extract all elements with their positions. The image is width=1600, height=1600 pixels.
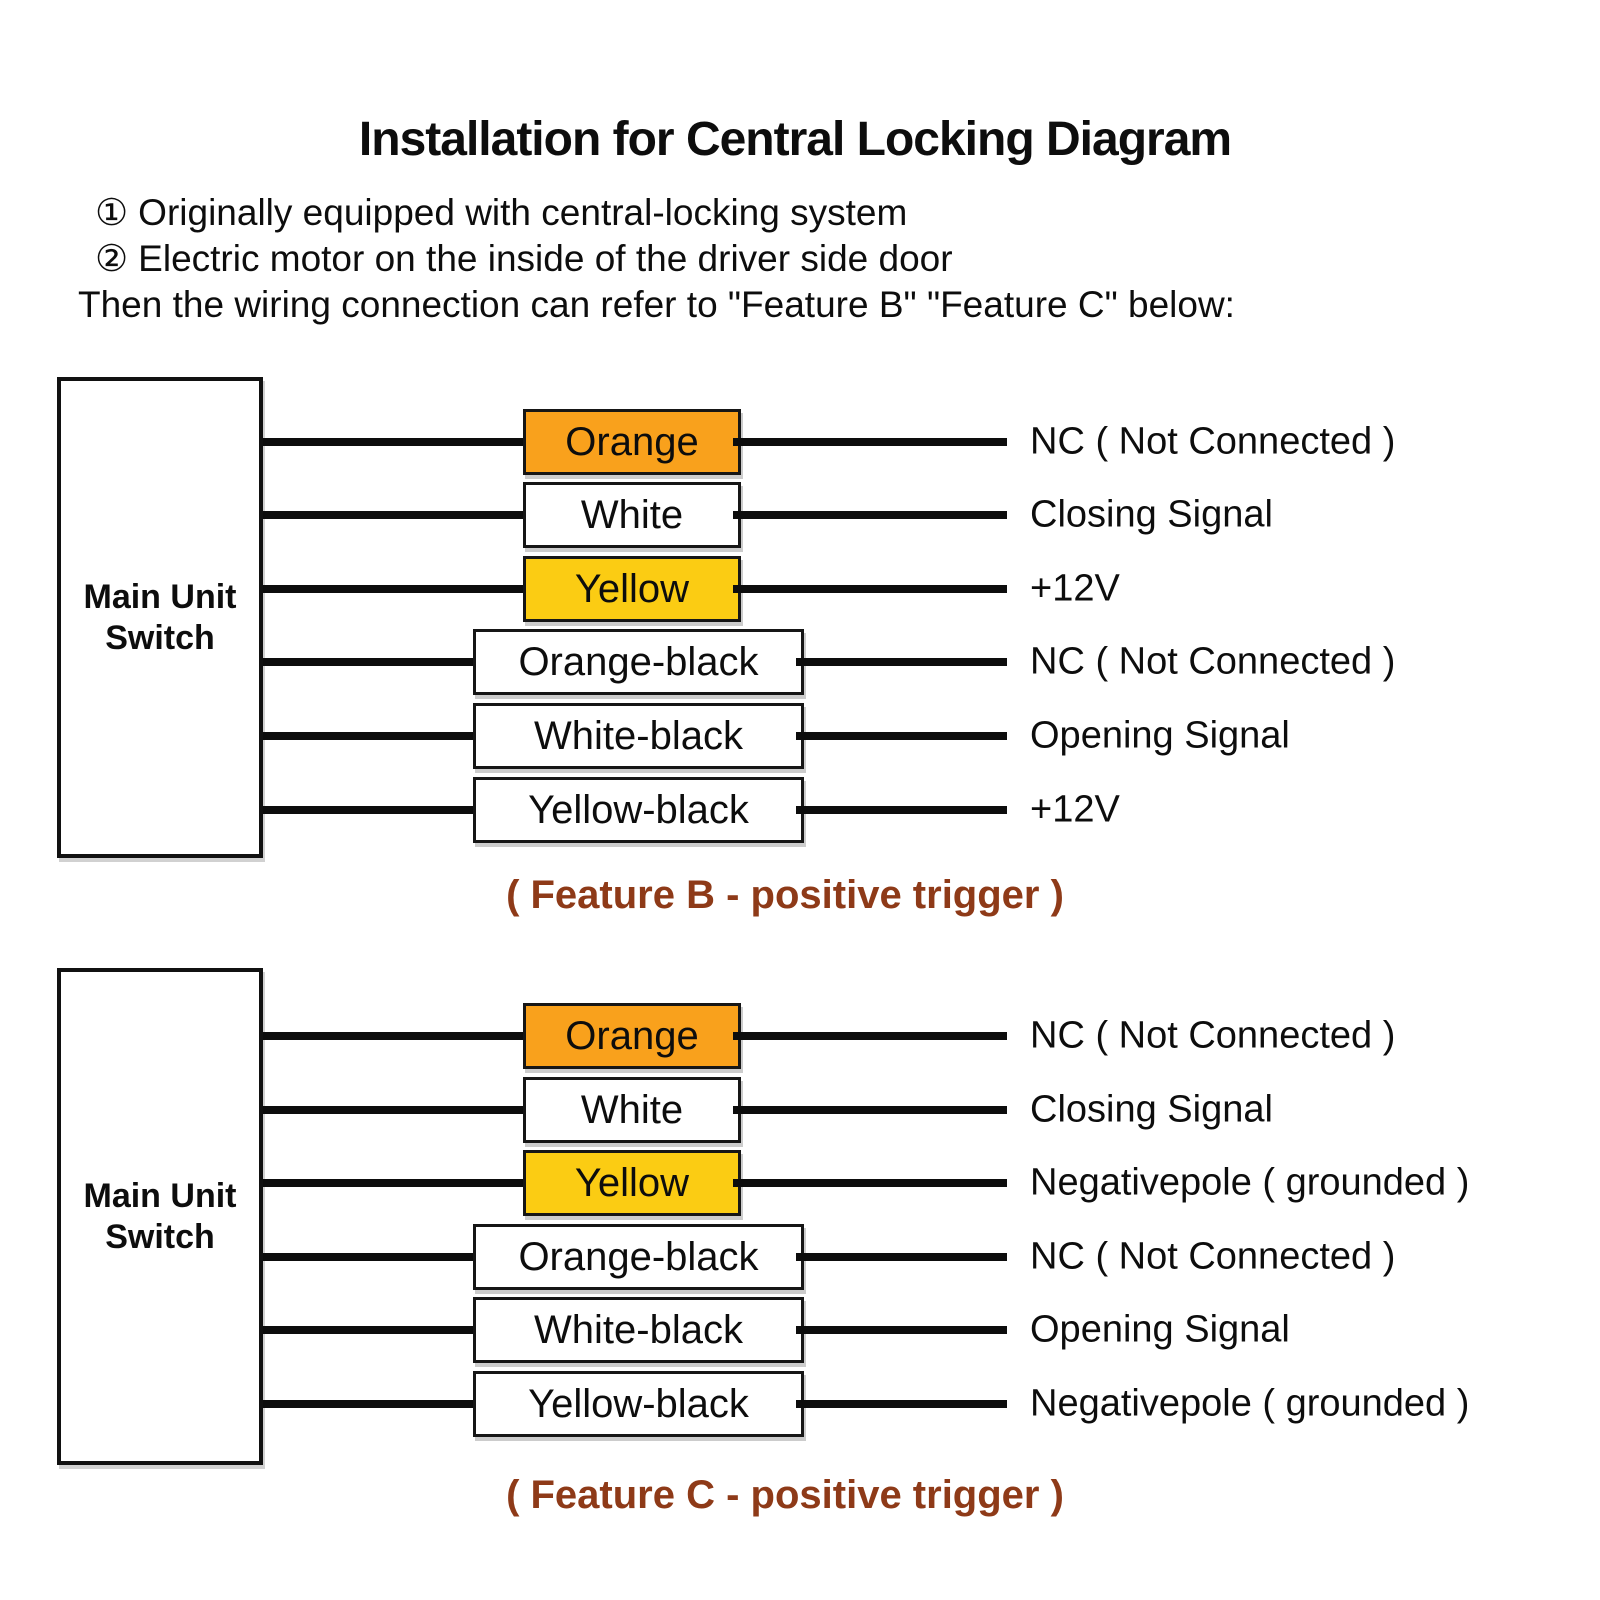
signal-label: NC ( Not Connected )	[1030, 1235, 1396, 1278]
wire-segment	[263, 806, 475, 814]
wire-segment	[263, 511, 525, 519]
wire-segment	[733, 1179, 1007, 1187]
wire-label-box-orange: Orange	[523, 1003, 741, 1069]
feature-c-caption: ( Feature C - positive trigger )	[506, 1473, 1064, 1517]
wire-segment	[796, 806, 1007, 814]
intro-line-3: Then the wiring connection can refer to …	[78, 284, 1235, 325]
intro-line-1-text: Originally equipped with central-locking…	[138, 192, 908, 233]
circled-1-bullet: ①	[95, 192, 129, 233]
feature-b-caption: ( Feature B - positive trigger )	[506, 873, 1064, 917]
page-title: Installation for Central Locking Diagram	[358, 113, 1232, 166]
main-unit-switch-label-line2: Switch	[105, 1217, 215, 1256]
wire-label-box-orange-black: Orange-black	[473, 1224, 804, 1290]
wire-segment	[263, 1400, 475, 1408]
wire-label-box-white-black: White-black	[473, 1297, 804, 1363]
feature-c-diagram: Main Unit Switch Orange NC ( Not Connect…	[0, 968, 1600, 1465]
wire-label-box-orange-black: Orange-black	[473, 629, 804, 695]
main-unit-switch-label-line1: Main Unit	[83, 1176, 237, 1215]
wire-segment	[796, 732, 1007, 740]
wire-label-box-white: White	[523, 482, 741, 548]
signal-label: Closing Signal	[1030, 493, 1273, 536]
wire-segment	[796, 658, 1007, 666]
wire-segment	[263, 732, 475, 740]
wire-segment	[263, 1326, 475, 1334]
signal-label: Negativepole ( grounded )	[1030, 1161, 1470, 1204]
main-unit-switch-box: Main Unit Switch	[57, 968, 263, 1465]
signal-label: Opening Signal	[1030, 1308, 1290, 1351]
wire-segment	[796, 1253, 1007, 1261]
wire-label-box-yellow-black: Yellow-black	[473, 1371, 804, 1437]
intro-line-2-text: Electric motor on the inside of the driv…	[138, 238, 953, 279]
main-unit-switch-label-line1: Main Unit	[83, 577, 237, 616]
wire-label-box-yellow: Yellow	[523, 556, 741, 622]
main-unit-switch-label-line2: Switch	[105, 618, 215, 657]
wire-segment	[733, 1032, 1007, 1040]
wire-segment	[263, 585, 525, 593]
signal-label: Negativepole ( grounded )	[1030, 1382, 1470, 1425]
wire-segment	[263, 1253, 475, 1261]
wire-label-box-yellow-black: Yellow-black	[473, 777, 804, 843]
wire-segment	[796, 1326, 1007, 1334]
wire-label-box-yellow: Yellow	[523, 1150, 741, 1216]
wire-segment	[733, 511, 1007, 519]
wire-segment	[263, 1032, 525, 1040]
wire-segment	[733, 585, 1007, 593]
wire-segment	[263, 438, 525, 446]
signal-label: Closing Signal	[1030, 1088, 1273, 1131]
signal-label: NC ( Not Connected )	[1030, 640, 1396, 683]
feature-b-diagram: Main Unit Switch Orange NC ( Not Connect…	[0, 377, 1600, 858]
main-unit-switch-box: Main Unit Switch	[57, 377, 263, 858]
wire-segment	[733, 1106, 1007, 1114]
wire-segment	[796, 1400, 1007, 1408]
wire-label-box-white-black: White-black	[473, 703, 804, 769]
wire-label-box-white: White	[523, 1077, 741, 1143]
wire-segment	[733, 438, 1007, 446]
signal-label: +12V	[1030, 567, 1120, 610]
signal-label: NC ( Not Connected )	[1030, 1014, 1396, 1057]
wire-label-box-orange: Orange	[523, 409, 741, 475]
signal-label: NC ( Not Connected )	[1030, 420, 1396, 463]
signal-label: Opening Signal	[1030, 714, 1290, 757]
signal-label: +12V	[1030, 788, 1120, 831]
wire-segment	[263, 1106, 525, 1114]
wire-segment	[263, 658, 475, 666]
circled-2-bullet: ②	[95, 238, 129, 279]
wire-segment	[263, 1179, 525, 1187]
